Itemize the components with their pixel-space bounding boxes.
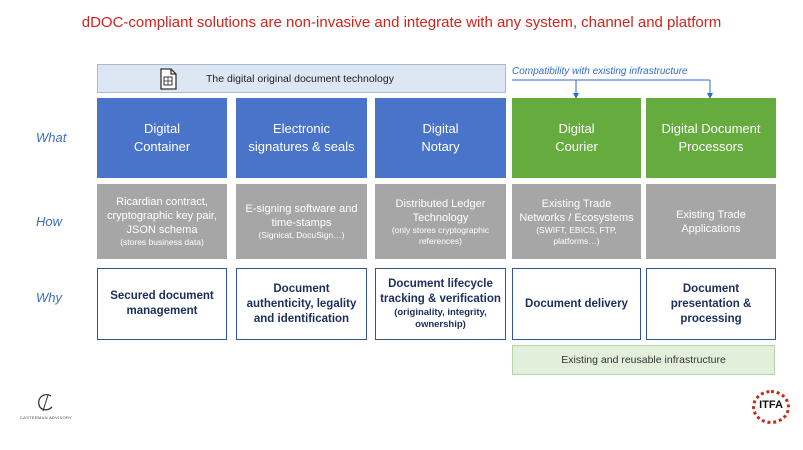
how-box-line: Distributed Ledger (395, 197, 486, 210)
why-box-line: Document delivery (525, 297, 628, 310)
how-box-line: Networks / Ecosystems (519, 211, 634, 224)
why-box-4: Document delivery (512, 268, 641, 340)
what-box-line: Notary (421, 139, 460, 154)
why-box-line: authenticity, legality (246, 297, 357, 310)
what-box-2: Electronic signatures & seals (236, 98, 367, 178)
infrastructure-banner: Existing and reusable infrastructure (512, 345, 775, 375)
how-box-line: time-stamps (271, 217, 332, 229)
how-box-line: JSON schema (126, 224, 198, 236)
compatibility-label: Compatibility with existing infrastructu… (512, 66, 688, 77)
what-box-line: Container (133, 139, 191, 154)
what-box-line: Digital (558, 121, 595, 136)
how-box-note: platforms…) (553, 235, 600, 246)
itfa-logo: ITFA (752, 390, 792, 424)
how-box-line: cryptographic key pair, (106, 210, 218, 222)
itfa-text: ITFA (759, 399, 783, 411)
banner-text: The digital original document technology (206, 73, 394, 85)
how-box-note: (SWIFT, EBICS, FTP, (536, 224, 617, 235)
slide-title: dDOC-compliant solutions are non-invasiv… (81, 14, 722, 31)
why-box-2: Document authenticity, legality and identi… (236, 268, 367, 340)
how-box-1: Ricardian contract, cryptographic key pai… (97, 184, 227, 259)
what-box-line: signatures & seals (248, 139, 355, 154)
how-box-line: E-signing software and (245, 203, 358, 215)
casterman-caption: CASTERMAN ADVISORY (19, 415, 72, 420)
why-box-line: Secured document (110, 290, 214, 302)
how-box-note: (stores business data) (120, 237, 204, 247)
why-box-line: Document lifecycle (388, 278, 493, 290)
document-icon (160, 68, 177, 90)
how-box-2: E-signing software and time-stamps(Signic… (236, 184, 367, 259)
why-box-note: (originality, integrity, (394, 307, 487, 318)
row-label-what: What (36, 130, 67, 145)
how-box-note: references) (419, 235, 462, 246)
how-box-line: Existing Trade (676, 208, 746, 221)
why-box-line: presentation & (670, 297, 752, 310)
why-box-line: tracking & verification (380, 293, 501, 305)
what-box-line: Digital (143, 121, 181, 136)
why-box-line: management (126, 305, 198, 317)
how-box-line: Applications (681, 222, 741, 235)
why-box-line: and identification (253, 312, 350, 325)
how-box-line: Technology (412, 211, 469, 224)
how-box-note: (only stores cryptographic (391, 224, 490, 235)
row-label-why: Why (36, 290, 62, 305)
why-box-3: Document lifecycle tracking & verificatio… (375, 268, 506, 340)
why-box-5: Document presentation & processing (646, 268, 776, 340)
what-box-line: Digital Document (661, 121, 761, 136)
what-box-line: Electronic (272, 121, 331, 136)
why-box-1: Secured document management (97, 268, 227, 340)
itfa-ring (752, 390, 790, 424)
how-box-line: Existing Trade (541, 197, 612, 210)
casterman-mark-icon (38, 393, 53, 412)
casterman-logo: CASTERMAN ADVISORY (14, 391, 78, 423)
why-box-note: ownership) (415, 319, 466, 330)
why-box-line: Document (273, 282, 330, 295)
what-box-line: Digital (422, 121, 459, 136)
what-box-line: Processors (678, 139, 744, 154)
technology-banner: The digital original document technology (97, 64, 506, 93)
how-box-line: Ricardian contract, (116, 196, 208, 208)
why-box-line: processing (680, 312, 742, 325)
row-label-how: How (36, 214, 63, 229)
what-box-line: Courier (555, 139, 598, 154)
how-box-note: (Signicat, DocuSign…) (258, 230, 345, 240)
why-box-line: Document (682, 282, 740, 295)
